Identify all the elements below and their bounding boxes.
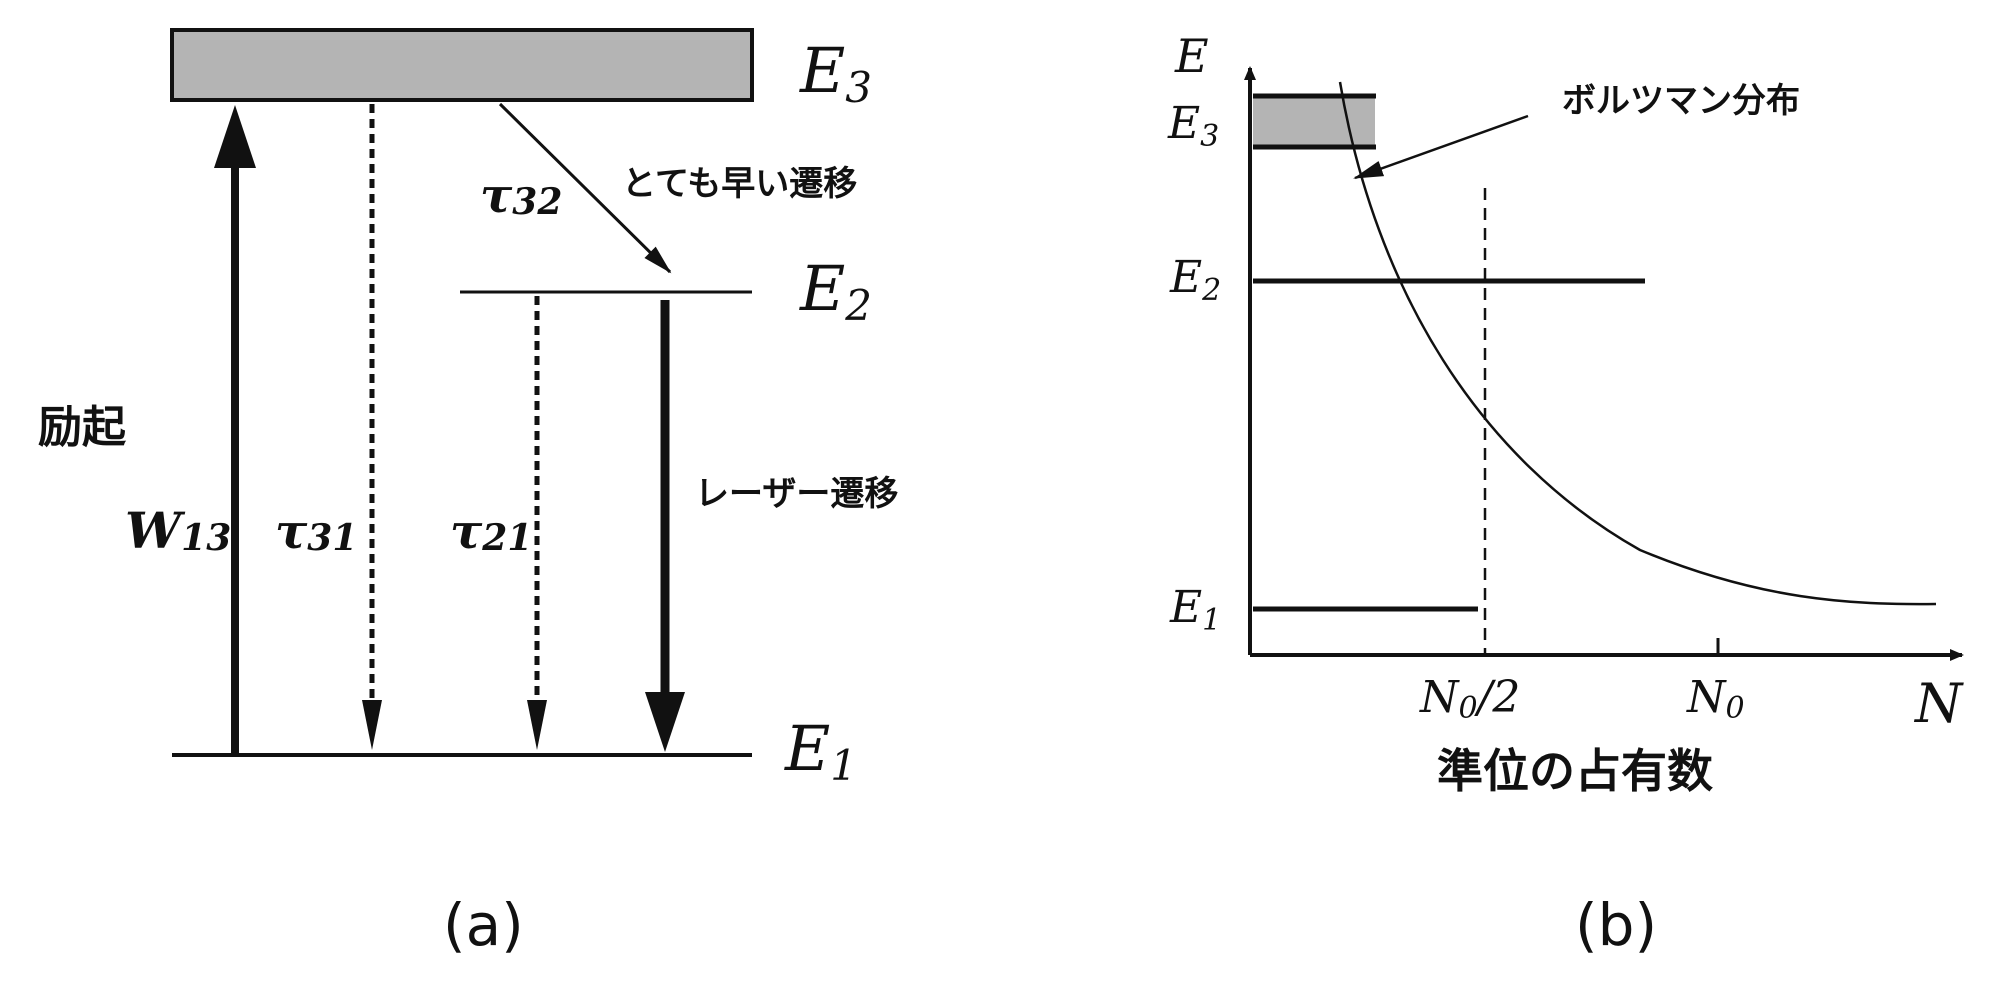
boltzmann-pointer-arrow [1353, 114, 1529, 180]
caption-b: (b) [1575, 891, 1657, 959]
tick-label-full: N0 [1686, 672, 1745, 726]
e3-band [170, 28, 754, 102]
boltzmann-label: ボルツマン分布 [1562, 81, 1800, 121]
panel-a: E3 E2 E1 励起 W13 τ31 τ21 τ32 とても早い遷移 レーザー… [38, 28, 898, 959]
b-e3-band [1253, 96, 1375, 147]
boltzmann-curve [1338, 81, 1937, 606]
caption-a: (a) [443, 891, 524, 959]
pump-arrow-head [214, 105, 256, 168]
e3-label: E3 [799, 34, 872, 112]
b-e3-label: E3 [1167, 98, 1219, 154]
x-title: 準位の占有数 [1437, 744, 1713, 798]
tick-label-half: N0/2 [1419, 672, 1520, 726]
y-axis-label: E [1174, 29, 1209, 83]
tau31-label: τ31 [275, 504, 357, 560]
tau32-arrow [498, 102, 672, 274]
e2-label: E2 [799, 252, 872, 330]
b-e2-label: E2 [1169, 252, 1221, 308]
laser-arrow-head [645, 692, 685, 752]
x-axis-label: N [1913, 672, 1964, 735]
tau31-arrow-head [362, 700, 382, 750]
laser-transition-label: レーザー遷移 [695, 474, 898, 514]
tau32-label: τ32 [480, 168, 562, 224]
tau21-label: τ21 [450, 504, 532, 560]
b-e1-label: E1 [1169, 582, 1221, 638]
pump-rate-label: W13 [125, 501, 231, 560]
panel-b: E N E3 E2 E1 N0/2 N0 ボルツマン分布 準位の占有数 (b) [1167, 29, 1964, 959]
e1-label: E1 [784, 712, 857, 790]
fast-transition-label: とても早い遷移 [622, 164, 857, 204]
excitation-label: 励起 [38, 402, 127, 453]
tau21-arrow-head [527, 700, 547, 750]
